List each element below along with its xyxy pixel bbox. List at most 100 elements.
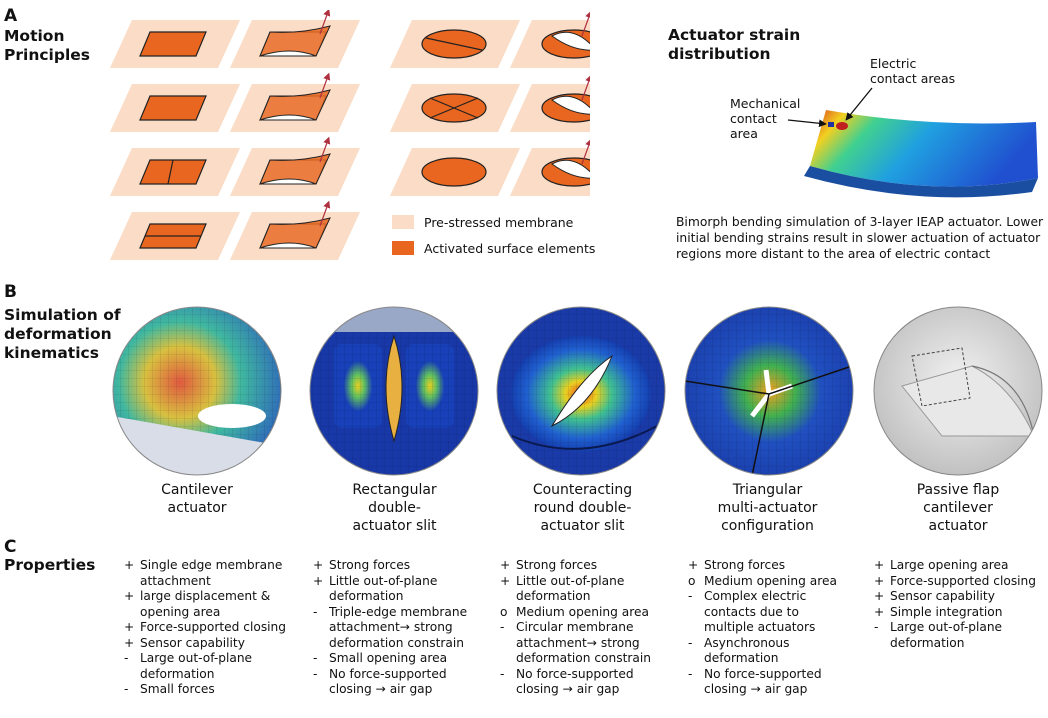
property-symbol: - [500, 666, 505, 681]
property-text: Strong forces [329, 558, 411, 572]
deformed-element [259, 25, 331, 57]
property-symbol: + [500, 558, 511, 572]
property-symbol: - [313, 666, 318, 681]
property-item: + large displacement & opening area [124, 589, 296, 620]
fem-label-flap: Passive flap cantilever actuator [916, 482, 1000, 534]
fem-flap [874, 307, 1042, 475]
property-symbol: + [124, 620, 135, 634]
active-element [421, 157, 487, 187]
legend-label-membrane: Pre-stressed membrane [424, 215, 574, 230]
property-item: -Small forces [124, 682, 296, 698]
property-item: -Asynchronous deformation [688, 636, 846, 667]
property-symbol: + [500, 573, 511, 588]
motion-principles-diagram [110, 10, 590, 260]
property-item: -Large out-of-plane deformation [124, 651, 296, 682]
property-item: -Large out-of-plane deformation [874, 620, 1042, 651]
property-item: +Strong forces [313, 558, 475, 574]
slit-opening [551, 159, 590, 179]
property-text: large displacement & opening area [140, 589, 271, 619]
property-symbol: - [124, 651, 129, 665]
fem-label-round: Counteracting round double- actuator sli… [532, 482, 633, 534]
panel-a-letter: A [4, 6, 18, 26]
property-text: Little out-of-plane deformation [516, 573, 625, 604]
property-symbol: + [313, 573, 324, 588]
panel-c-letter: C [4, 537, 17, 557]
property-symbol: + [688, 558, 699, 572]
property-item: + Little out-of-plane deformation [313, 574, 475, 605]
property-symbol: + [874, 604, 885, 619]
fem-simulations [112, 306, 1043, 476]
property-item: +Simple integration [874, 605, 1042, 621]
active-element [139, 95, 207, 121]
property-symbol: - [313, 651, 318, 665]
property-text: Small opening area [329, 651, 448, 665]
deformed-element [259, 217, 331, 249]
panel-c-title: Properties [4, 556, 96, 574]
panel-b-letter: B [4, 282, 17, 302]
property-symbol: + [124, 635, 135, 650]
active-element [139, 159, 207, 185]
property-text: Medium opening area [516, 604, 649, 619]
fem-triangular [685, 307, 853, 475]
property-item: + Strong forces [500, 558, 662, 574]
property-item: + Force-supported closing [124, 620, 296, 636]
strain-title: Actuator strain distribution [668, 26, 801, 63]
property-text: Force-supported closing [890, 573, 1037, 588]
property-text: Strong forces [516, 558, 598, 572]
property-text: No force-supported closing → air gap [704, 666, 822, 697]
property-text: Force-supported closing [140, 620, 287, 634]
property-symbol: + [874, 589, 885, 603]
fem-round [497, 307, 665, 475]
strain-simulation-image [787, 87, 1038, 198]
legend-swatch-active [392, 241, 414, 255]
property-item: + Little out-of-plane deformation [500, 574, 662, 605]
property-text: Large out-of-plane deformation [140, 651, 253, 681]
motion-arrow [319, 72, 331, 99]
property-text: Single edge membrane attachment [140, 558, 283, 588]
property-symbol: - [688, 666, 693, 681]
property-text: Circular membrane attachment→ strong def… [516, 620, 651, 665]
property-symbol: - [688, 635, 693, 650]
motion-arrow [319, 200, 331, 227]
property-text: No force-supported closing → air gap [516, 666, 634, 697]
property-symbol: + [124, 589, 135, 603]
property-symbol: - [874, 620, 879, 634]
property-item: -Small opening area [313, 651, 475, 667]
motion-arrow [319, 136, 331, 163]
property-item: +Single edge membrane attachment [124, 558, 296, 589]
label-mechanical-contact: Mechanical contact area [730, 96, 801, 141]
property-item: +Strong forces [688, 558, 846, 574]
properties-column-rectangular: +Strong forces+ Little out-of-plane defor… [313, 558, 475, 698]
panel-a-title: Motion Principles [4, 27, 90, 64]
property-text: Large out-of-plane deformation [890, 620, 1003, 650]
property-text: Small forces [140, 682, 215, 696]
properties-column-round: + Strong forces + Little out-of-plane defor… [500, 558, 662, 698]
panel-b-title: Simulation of deformation kinematics [4, 306, 121, 362]
motion-arrow [581, 10, 590, 37]
motion-arrow [319, 10, 331, 35]
label-electric-contact: Electric contact areas [870, 56, 956, 86]
legend-swatch-membrane [392, 215, 414, 229]
property-item: -Triple-edge membrane attachment→ strong… [313, 605, 475, 652]
properties-column-cantilever: +Single edge membrane attachment+large d… [124, 558, 296, 698]
property-item: -Complex electric contacts due to multip… [688, 589, 846, 636]
property-item: -No force-supported closing → air gap [313, 667, 475, 698]
property-item: -Circular membrane attachment→ strong de… [500, 620, 662, 667]
property-text: Sensor capability [890, 589, 995, 603]
property-symbol: - [688, 589, 693, 603]
property-text: Complex electric contacts due to multipl… [704, 589, 816, 634]
motion-arrow [581, 74, 590, 101]
property-text: Medium opening area [704, 573, 837, 588]
property-text: Little out-of-plane deformation [329, 573, 438, 604]
slit-opening [551, 95, 590, 115]
strain-caption: Bimorph bending simulation of 3-layer IE… [676, 215, 1044, 261]
deformed-element [259, 153, 331, 185]
legend-label-active: Activated surface elements [424, 241, 596, 256]
properties-column-flap: +Large opening area+Force-supported clos… [874, 558, 1042, 651]
property-text: Triple-edge membrane attachment→ strong … [329, 604, 468, 650]
property-text: Sensor capability [140, 635, 245, 650]
active-element [139, 31, 207, 57]
property-item: +Force-supported closing [874, 574, 1042, 590]
